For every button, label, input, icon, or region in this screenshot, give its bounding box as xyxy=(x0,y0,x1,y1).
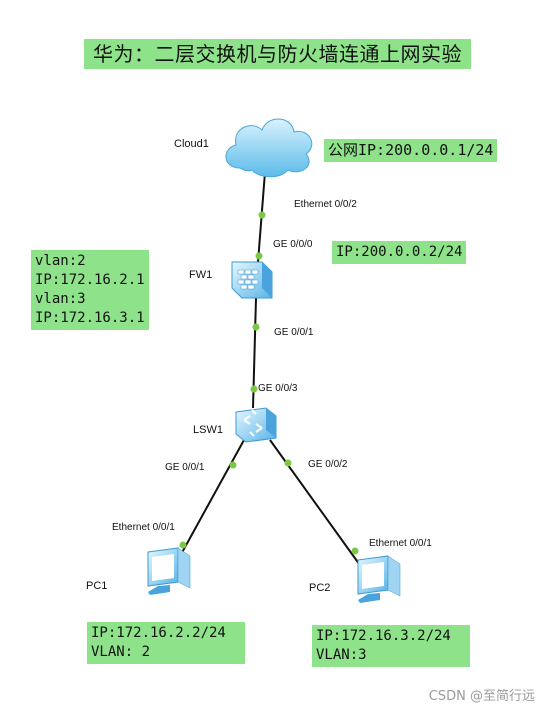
cloud-icon xyxy=(225,118,313,178)
firewall-icon xyxy=(231,261,273,299)
port-dot xyxy=(252,323,260,331)
port-label-pc2: Ethernet 0/0/1 xyxy=(369,538,432,549)
port-dot xyxy=(250,385,258,393)
pc1-label: PC1 xyxy=(86,580,108,592)
switch-icon xyxy=(235,407,277,443)
fw-ip-note: IP:200.0.0.2/24 xyxy=(332,241,467,264)
port-label-fw-up: GE 0/0/0 xyxy=(273,239,313,250)
pc2-label: PC2 xyxy=(309,582,331,594)
port-label-lsw-right: GE 0/0/2 xyxy=(308,459,348,470)
port-label-cloud: Ethernet 0/0/2 xyxy=(294,199,357,210)
watermark: CSDN @至简行远 xyxy=(428,689,535,704)
port-label-lsw-left: GE 0/0/1 xyxy=(165,462,205,473)
port-dot xyxy=(284,459,292,467)
port-label-fw-down: GE 0/0/1 xyxy=(274,327,314,338)
port-dot xyxy=(258,211,266,219)
public-ip-note: 公网IP:200.0.0.1/24 xyxy=(324,139,498,162)
fw-label: FW1 xyxy=(189,269,213,281)
pc1-icon xyxy=(147,547,191,595)
cloud-label: Cloud1 xyxy=(174,138,209,150)
port-dot xyxy=(229,461,237,469)
port-dot xyxy=(351,547,359,555)
port-dot xyxy=(255,252,263,260)
port-dot xyxy=(179,541,187,549)
port-label-lsw-up: GE 0/0/3 xyxy=(258,383,298,394)
port-label-pc1: Ethernet 0/0/1 xyxy=(112,522,175,533)
page-title: 华为：二层交换机与防火墙连通上网实验 xyxy=(84,39,471,69)
pc2-icon xyxy=(357,555,401,603)
lsw-label: LSW1 xyxy=(193,424,223,436)
